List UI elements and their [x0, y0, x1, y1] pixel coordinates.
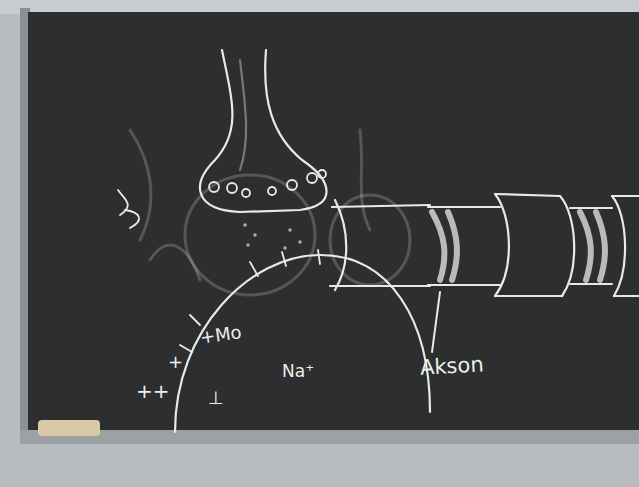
- axon-edge: [335, 200, 346, 290]
- neurotransmitter-dots: [244, 224, 301, 249]
- wall-top: [0, 0, 639, 14]
- charge-sign: ⊥: [208, 388, 224, 408]
- charge-sign: +: [168, 352, 183, 372]
- axon-label: Akson: [419, 353, 484, 379]
- myelin-sheath: [495, 194, 639, 296]
- postsynaptic-membrane: [175, 255, 430, 432]
- presynaptic-terminal: [200, 50, 326, 212]
- erased-marks: [130, 130, 410, 295]
- receptor-ticks: [180, 250, 320, 352]
- chalk-drawing: [118, 50, 639, 432]
- eraser: [38, 420, 100, 436]
- node-of-ranvier: [432, 212, 605, 280]
- charge-sign: ++: [136, 380, 170, 402]
- chalk-tray: [20, 430, 639, 444]
- leader-line: [432, 292, 440, 352]
- axon-bottom: [330, 285, 430, 287]
- chalkboard: [28, 12, 639, 432]
- terminal-stroke: [240, 60, 246, 170]
- axon-top: [332, 205, 430, 207]
- squiggle: [118, 190, 139, 228]
- axon-segment: [428, 207, 500, 285]
- vesicles: [209, 170, 326, 197]
- ion-label: Na⁺: [282, 362, 314, 381]
